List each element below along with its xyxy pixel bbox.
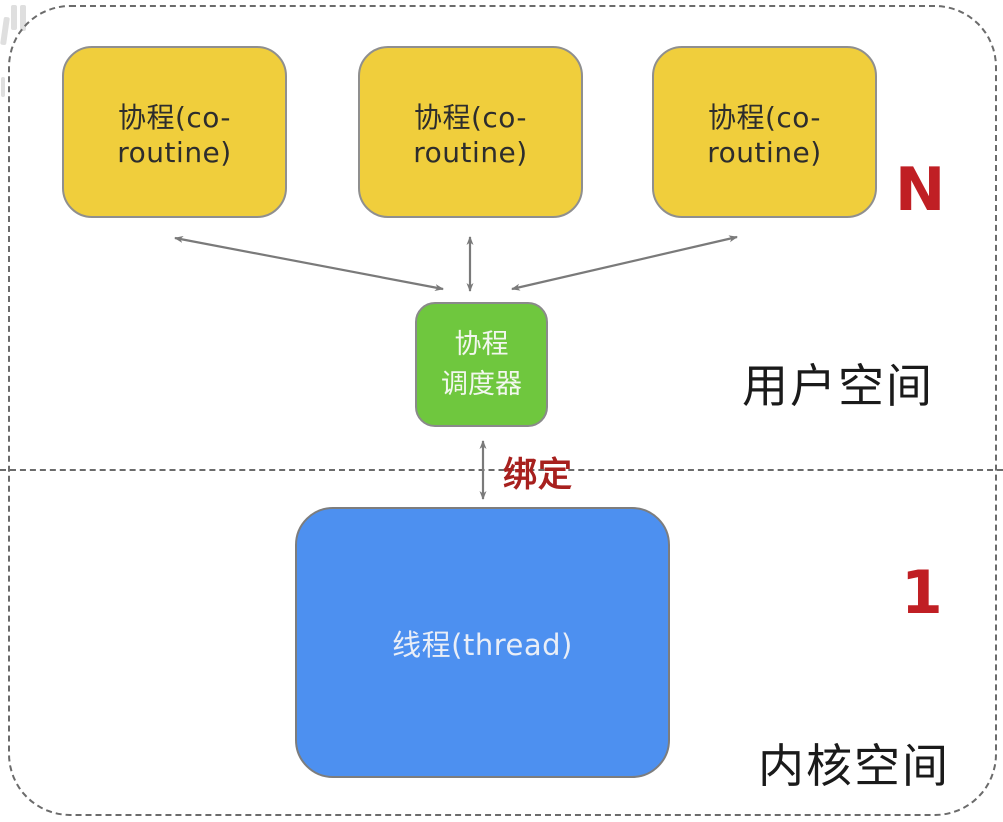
thread-count-label: 1 [901, 558, 943, 628]
coroutine-box-1: 协程(co-routine) [62, 46, 287, 218]
thread-box-label: 线程(thread) [392, 627, 573, 662]
arrow-coroutine1-scheduler [174, 236, 444, 291]
arrow-coroutine3-scheduler [511, 235, 738, 291]
coroutine-box-3-label: 协程(co-routine) [707, 100, 822, 169]
user-kernel-space-divider [0, 469, 1003, 471]
coroutine-box-3: 协程(co-routine) [652, 46, 877, 218]
kernel-space-label: 内核空间 [758, 739, 950, 793]
binding-label: 绑定 [503, 455, 573, 495]
coroutine-box-2-label: 协程(co-routine) [413, 100, 528, 169]
user-space-label: 用户空间 [742, 359, 934, 413]
coroutine-count-label: N [895, 155, 946, 225]
scheduler-label-line2: 调度器 [441, 368, 522, 400]
coroutine-box-1-label: 协程(co-routine) [117, 100, 232, 169]
coroutine-box-2: 协程(co-routine) [358, 46, 583, 218]
scheduler-label-line1: 协程 [454, 329, 509, 361]
thread-box: 线程(thread) [295, 507, 670, 778]
watermark-mark [0, 3, 30, 98]
coroutine-scheduler-box: 协程 调度器 [415, 302, 548, 427]
